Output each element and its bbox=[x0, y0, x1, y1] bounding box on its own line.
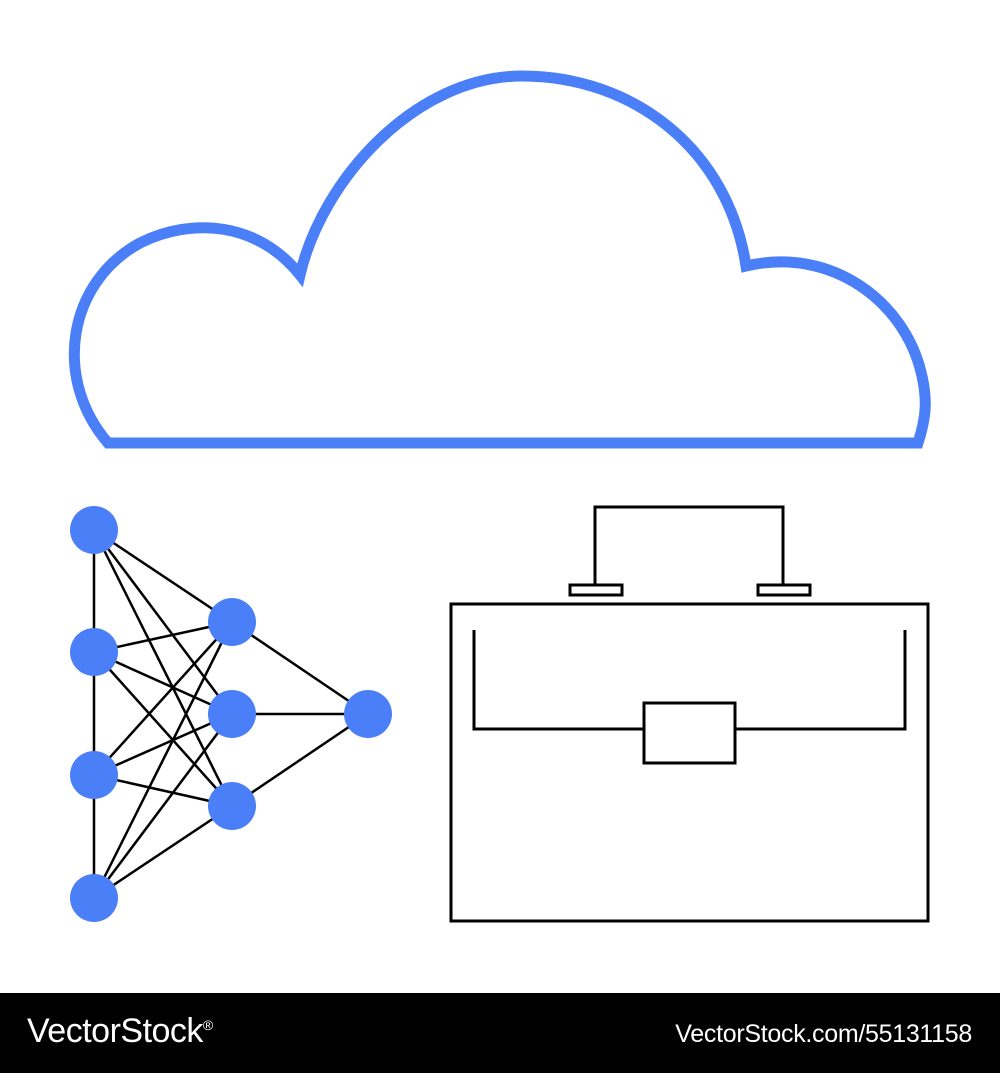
neural-network-icon bbox=[70, 506, 392, 922]
cloud-icon bbox=[68, 70, 931, 449]
network-edges bbox=[92, 528, 369, 900]
brand-logo: VectorStock® bbox=[27, 1011, 213, 1051]
input-node bbox=[70, 751, 118, 799]
illustration-canvas bbox=[68, 70, 931, 923]
input-node bbox=[70, 628, 118, 676]
image-id-text: VectorStock.com/55131158 bbox=[675, 1020, 972, 1048]
hidden-node bbox=[208, 782, 256, 830]
input-node bbox=[70, 506, 118, 554]
briefcase-flap bbox=[472, 630, 644, 731]
output-node bbox=[344, 690, 392, 738]
briefcase-handle-mount bbox=[756, 583, 812, 597]
network-nodes bbox=[70, 506, 392, 922]
briefcase-handle bbox=[593, 505, 785, 585]
hidden-node bbox=[208, 690, 256, 738]
input-node bbox=[70, 874, 118, 922]
watermark-footer: VectorStock® VectorStock.com/55131158 bbox=[0, 993, 1000, 1073]
briefcase-handle-mount bbox=[568, 583, 624, 597]
illustration bbox=[68, 70, 931, 923]
hidden-node bbox=[208, 598, 256, 646]
briefcase-clasp bbox=[642, 701, 737, 765]
briefcase-icon bbox=[449, 505, 930, 923]
brand-name: VectorStock bbox=[27, 1012, 203, 1050]
briefcase-flap bbox=[735, 630, 907, 731]
brand-registered-mark: ® bbox=[202, 1017, 213, 1033]
briefcase-body bbox=[449, 602, 930, 923]
